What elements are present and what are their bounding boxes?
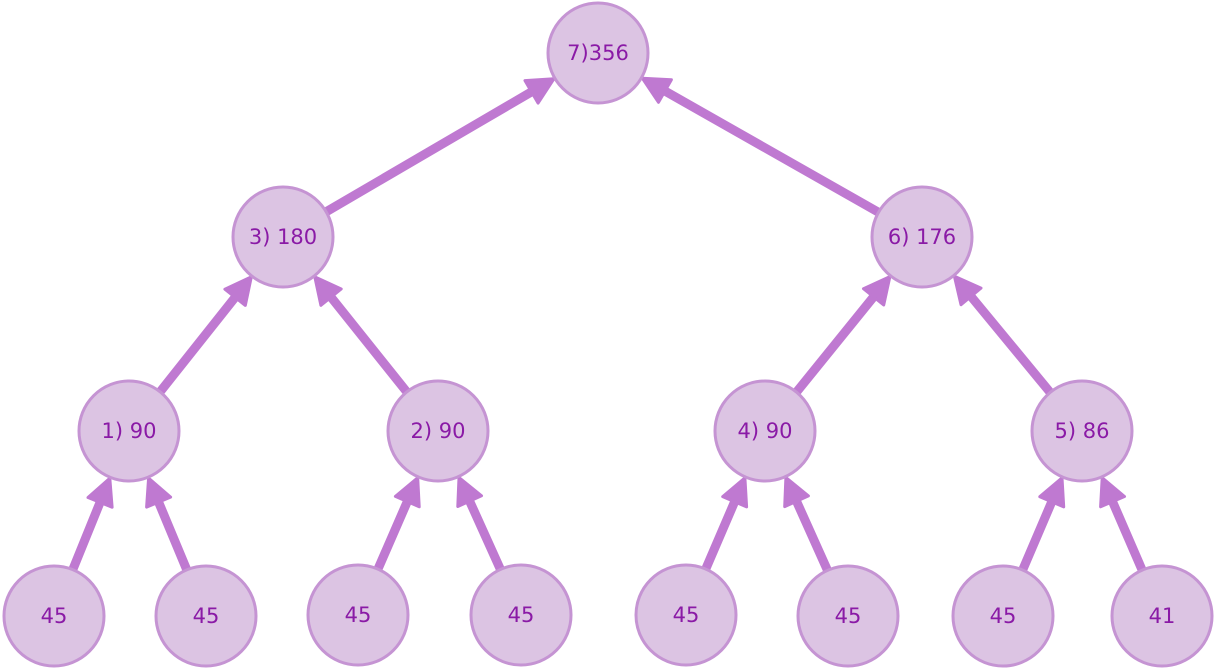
edge-arrow — [1099, 476, 1150, 581]
node-label: 45 — [508, 603, 535, 627]
arrowhead — [1099, 476, 1126, 509]
node-circle — [796, 564, 900, 668]
node-circle — [1110, 564, 1214, 668]
edge-line — [1106, 493, 1150, 581]
edge-line — [151, 289, 243, 402]
tree-node-leaf6: 45 — [796, 564, 900, 668]
arrowhead — [456, 476, 483, 508]
tree-node-leaf3: 45 — [306, 563, 410, 667]
node-label: 2) 90 — [411, 419, 466, 443]
arrowhead — [1038, 476, 1066, 509]
edge-arrow — [371, 476, 421, 580]
tree-node-leaf1: 45 — [2, 564, 106, 668]
tree-node-n1: 1) 90 — [77, 379, 181, 483]
arrowhead — [783, 476, 810, 509]
edge-line — [1015, 493, 1058, 581]
arrowhead — [393, 476, 421, 509]
edge-arrow — [316, 77, 556, 220]
node-circle — [713, 379, 817, 483]
node-label: 45 — [193, 604, 220, 628]
node-circle — [951, 564, 1055, 668]
tree-node-n4: 4) 90 — [713, 379, 817, 483]
tree-node-leaf5: 45 — [634, 563, 738, 667]
tree-node-n2: 2) 90 — [386, 379, 490, 483]
node-label: 1) 90 — [102, 419, 157, 443]
arrowhead — [640, 76, 673, 104]
edges-layer — [66, 76, 1150, 581]
arrowhead — [145, 476, 173, 509]
edge-line — [463, 493, 508, 580]
node-label: 45 — [835, 604, 862, 628]
edge-line — [316, 85, 540, 220]
node-circle — [306, 563, 410, 667]
edge-arrow — [456, 476, 508, 580]
edge-line — [656, 84, 889, 220]
edge-arrow — [66, 476, 114, 580]
edge-arrow — [145, 476, 194, 580]
node-label: 3) 180 — [249, 225, 317, 249]
tree-node-root: 7)356 — [546, 1, 650, 105]
edge-line — [963, 288, 1059, 402]
tree-node-n5: 5) 86 — [1030, 379, 1134, 483]
node-label: 4) 90 — [738, 419, 793, 443]
arrowhead — [86, 476, 114, 509]
tree-node-n3: 3) 180 — [231, 185, 335, 289]
arrowhead — [223, 275, 253, 307]
edge-line — [324, 289, 416, 402]
edge-line — [152, 493, 194, 580]
edge-arrow — [313, 275, 416, 402]
node-circle — [870, 185, 974, 289]
arrowhead — [313, 275, 343, 307]
node-circle — [469, 563, 573, 667]
tree-node-n6: 6) 176 — [870, 185, 974, 289]
node-circle — [231, 185, 335, 289]
edge-arrow — [151, 275, 253, 402]
node-circle — [546, 1, 650, 105]
edge-line — [371, 493, 414, 580]
node-label: 45 — [990, 604, 1017, 628]
node-circle — [1030, 379, 1134, 483]
edge-arrow — [952, 274, 1059, 402]
tree-node-leaf2: 45 — [154, 564, 258, 668]
node-label: 7)356 — [567, 41, 629, 65]
tree-node-leaf8: 41 — [1110, 564, 1214, 668]
node-label: 45 — [345, 603, 372, 627]
arrowhead — [952, 274, 983, 307]
edge-arrow — [698, 476, 749, 580]
edge-arrow — [1015, 476, 1066, 581]
tree-node-leaf4: 45 — [469, 563, 573, 667]
node-circle — [77, 379, 181, 483]
edge-arrow — [783, 476, 835, 581]
arrowhead — [721, 476, 749, 509]
edge-line — [66, 494, 107, 580]
edge-line — [790, 493, 835, 581]
node-label: 45 — [673, 603, 700, 627]
node-circle — [2, 564, 106, 668]
edge-arrow — [788, 275, 892, 402]
node-label: 6) 176 — [888, 225, 956, 249]
tree-node-leaf7: 45 — [951, 564, 1055, 668]
node-label: 5) 86 — [1055, 419, 1110, 443]
node-label: 41 — [1149, 604, 1176, 628]
edge-line — [698, 493, 741, 580]
node-circle — [154, 564, 258, 668]
node-circle — [386, 379, 490, 483]
node-circle — [634, 563, 738, 667]
edge-line — [788, 289, 881, 402]
arrowhead — [523, 77, 556, 105]
edge-arrow — [640, 76, 889, 220]
node-label: 45 — [41, 604, 68, 628]
arrowhead — [862, 275, 892, 307]
